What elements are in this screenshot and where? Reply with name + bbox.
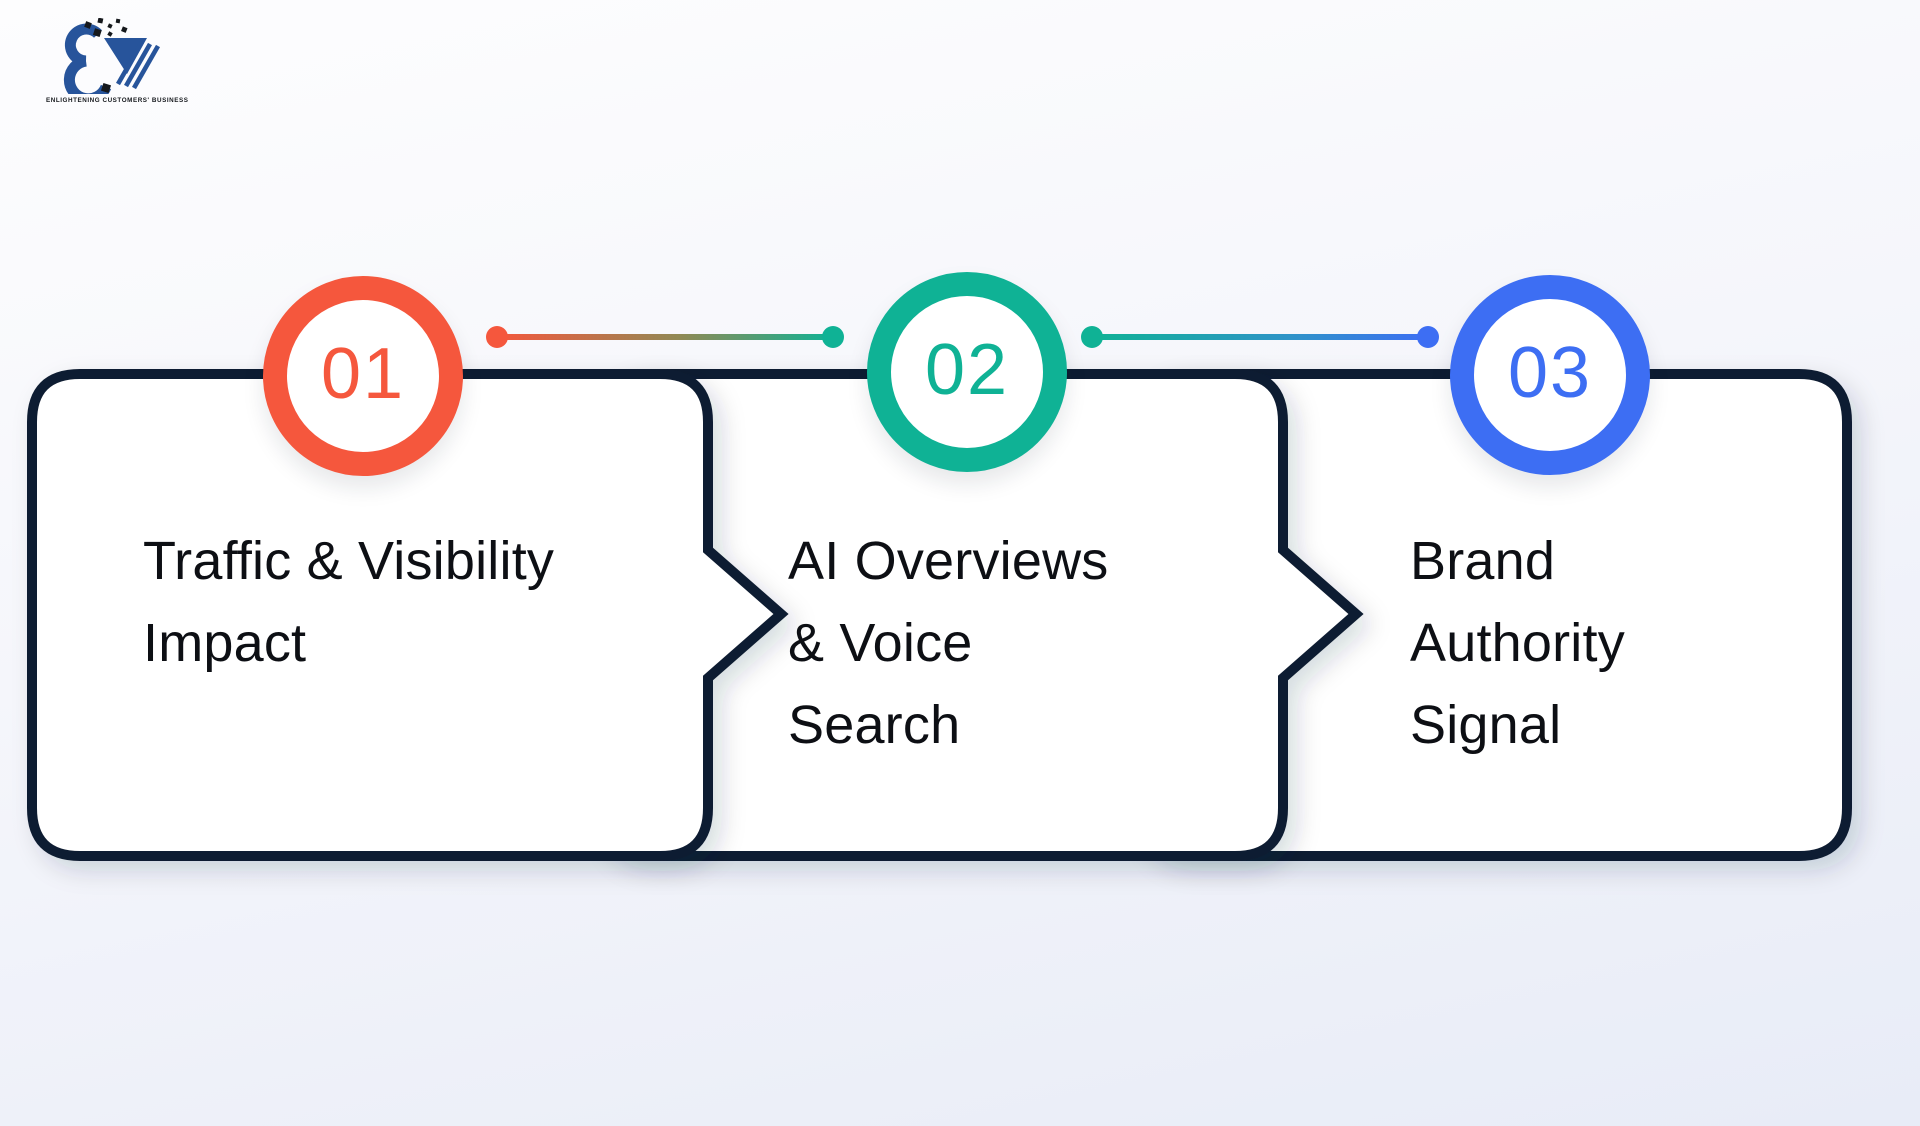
- step-number: 03: [1507, 333, 1593, 413]
- title-line: AI Overviews: [788, 531, 1109, 591]
- step-badge-02: 02: [867, 272, 1067, 472]
- connector-step1-step2: [497, 334, 833, 340]
- brand-logo: ENLIGHTENING CUSTOMERS' BUSINESS: [46, 18, 189, 104]
- connector-dot: [486, 326, 508, 348]
- step-number: 02: [924, 330, 1010, 410]
- title-line: Traffic & Visibility: [143, 531, 555, 591]
- step1-title: Traffic & Visibility Impact: [143, 520, 554, 684]
- title-line: Impact: [143, 613, 307, 673]
- step-badge-01: 01: [263, 276, 463, 476]
- connector-step2-step3: [1092, 334, 1428, 340]
- card-traffic-visibility: [27, 369, 789, 861]
- brand-logo-icon: [63, 18, 160, 94]
- title-line: Authority: [1410, 613, 1625, 673]
- connector-dot: [1081, 326, 1103, 348]
- step-badge-03: 03: [1450, 275, 1650, 475]
- title-line: Brand: [1410, 531, 1556, 591]
- step3-title: Brand Authority Signal: [1410, 520, 1625, 766]
- title-line: Search: [788, 695, 961, 755]
- brand-tagline: ENLIGHTENING CUSTOMERS' BUSINESS: [46, 97, 189, 104]
- connector-dot: [1417, 326, 1439, 348]
- step2-title: AI Overviews & Voice Search: [788, 520, 1108, 766]
- connector-dot: [822, 326, 844, 348]
- title-line: & Voice: [788, 613, 973, 673]
- step-number: 01: [320, 334, 406, 414]
- title-line: Signal: [1410, 695, 1562, 755]
